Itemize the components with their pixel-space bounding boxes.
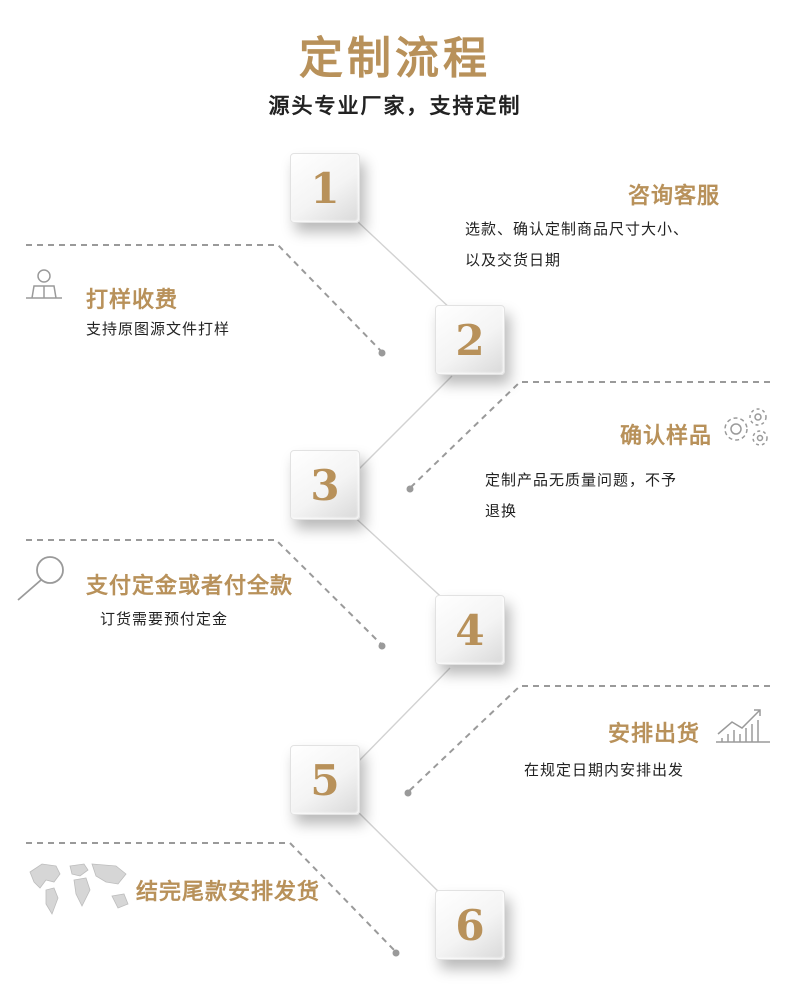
step-6-box: 6 (435, 890, 505, 960)
magnifier-icon (17, 556, 64, 601)
step-1-title: 咨询客服 (627, 183, 720, 209)
connector-1-2 (357, 221, 453, 311)
guide-dot (392, 949, 400, 957)
person-icon (26, 269, 62, 299)
step-5-box: 5 (290, 745, 360, 815)
step-5-number: 5 (310, 755, 340, 805)
step-2-title: 打样收费 (86, 287, 179, 313)
step-3-box: 3 (290, 450, 360, 520)
step-5-title: 安排出货 (607, 721, 700, 747)
step-4-box: 4 (435, 595, 505, 665)
step-3-number: 3 (310, 460, 340, 510)
step-4-desc-line: 订货需要预付定金 (100, 610, 229, 628)
chart-icon (716, 709, 770, 743)
step-5-desc-line: 在规定日期内安排出发 (524, 761, 685, 779)
step-1-desc-line: 选款、确认定制商品尺寸大小、 (465, 220, 690, 238)
step-3-desc-line: 退换 (485, 502, 518, 520)
dashed-guide-5 (407, 685, 770, 793)
connector-3-4 (349, 512, 451, 606)
step-3-desc: 定制产品无质量问题，不予 退换 (485, 465, 677, 527)
step-4-number: 4 (455, 605, 485, 655)
guide-dot (378, 642, 386, 650)
step-1-number: 1 (310, 163, 340, 213)
step-3-title: 确认样品 (619, 423, 712, 449)
guide-dot (378, 349, 386, 357)
guide-dot (406, 485, 414, 493)
connector-4-5 (351, 667, 451, 769)
gears-icon (724, 408, 768, 446)
connector-2-3 (349, 375, 453, 479)
step-3-desc-line: 定制产品无质量问题，不予 (485, 471, 678, 489)
page-title: 定制流程 (299, 33, 491, 84)
step-4-title: 支付定金或者付全款 (86, 573, 294, 599)
step-2-box: 2 (435, 305, 505, 375)
step-1-box: 1 (290, 153, 360, 223)
dashed-guide-6 (26, 842, 397, 953)
step-2-desc-line: 支持原图源文件打样 (86, 320, 231, 338)
step-5-desc: 在规定日期内安排出发 (524, 755, 684, 786)
step-2-number: 2 (455, 315, 485, 365)
step-6-number: 6 (455, 900, 485, 950)
step-6-title: 结完尾款安排发货 (136, 879, 321, 905)
page-subtitle: 源头专业厂家，支持定制 (268, 93, 522, 118)
step-1-desc-line: 以及交货日期 (465, 251, 562, 269)
connector-5-6 (357, 811, 453, 906)
step-4-desc: 订货需要预付定金 (100, 604, 228, 635)
guide-dot (404, 789, 412, 797)
world-map-icon (29, 863, 129, 915)
step-1-desc: 选款、确认定制商品尺寸大小、 以及交货日期 (465, 214, 689, 276)
step-2-desc: 支持原图源文件打样 (86, 314, 230, 345)
